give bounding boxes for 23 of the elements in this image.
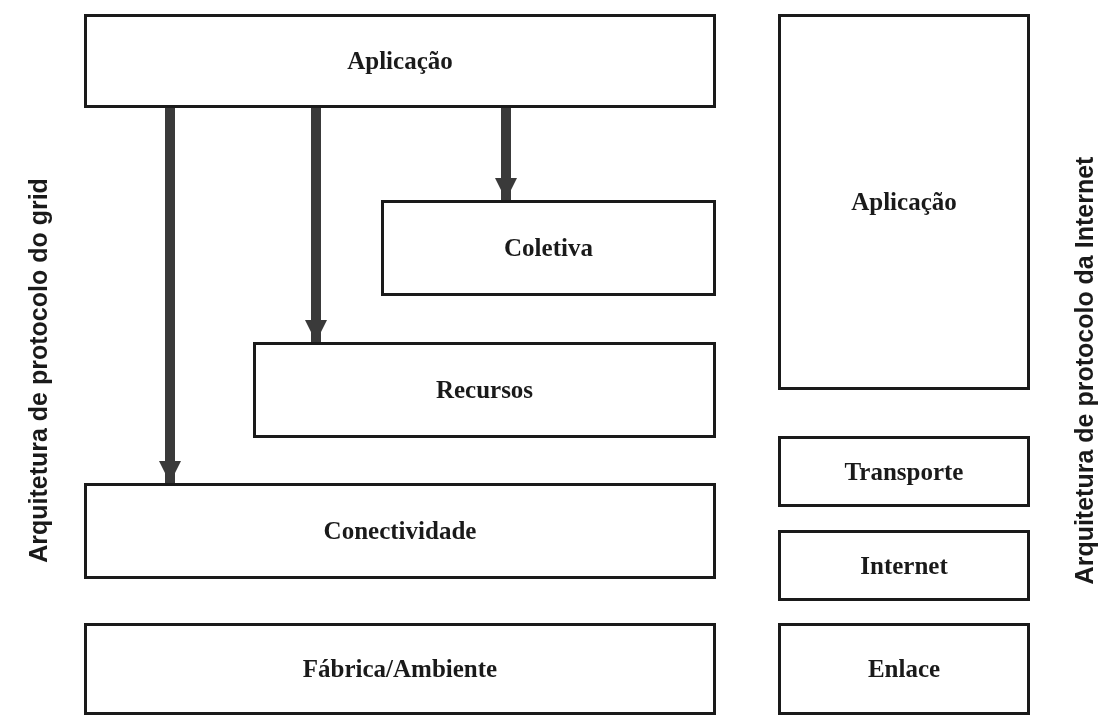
layer-box: [84, 483, 716, 579]
layer-box: [778, 530, 1030, 601]
vertical-caption: Arquitetura de protocolo do grid: [23, 177, 53, 563]
layer-label: Aplicação: [347, 47, 453, 75]
layer-label: Aplicação: [851, 188, 957, 216]
layer-label: Conectividade: [323, 517, 477, 545]
layer-label: Fábrica/Ambiente: [302, 655, 498, 683]
layer-box: [778, 436, 1030, 507]
arrow: [305, 108, 327, 342]
vertical-caption: Arquitetura de protocolo da Internet: [1070, 156, 1100, 584]
layer-box: [778, 623, 1030, 715]
layer-box: [381, 200, 716, 296]
layer-box: [253, 342, 716, 438]
layer-box: [84, 14, 716, 108]
layer-box: [778, 14, 1030, 390]
layer-label: Coletiva: [504, 234, 593, 262]
layer-box: [84, 623, 716, 715]
layer-label: Internet: [860, 551, 948, 580]
arrow: [495, 108, 517, 200]
arrow: [159, 108, 181, 483]
layer-label: Enlace: [867, 655, 941, 683]
layer-label: Transporte: [844, 457, 964, 486]
layer-label: Recursos: [435, 376, 534, 404]
